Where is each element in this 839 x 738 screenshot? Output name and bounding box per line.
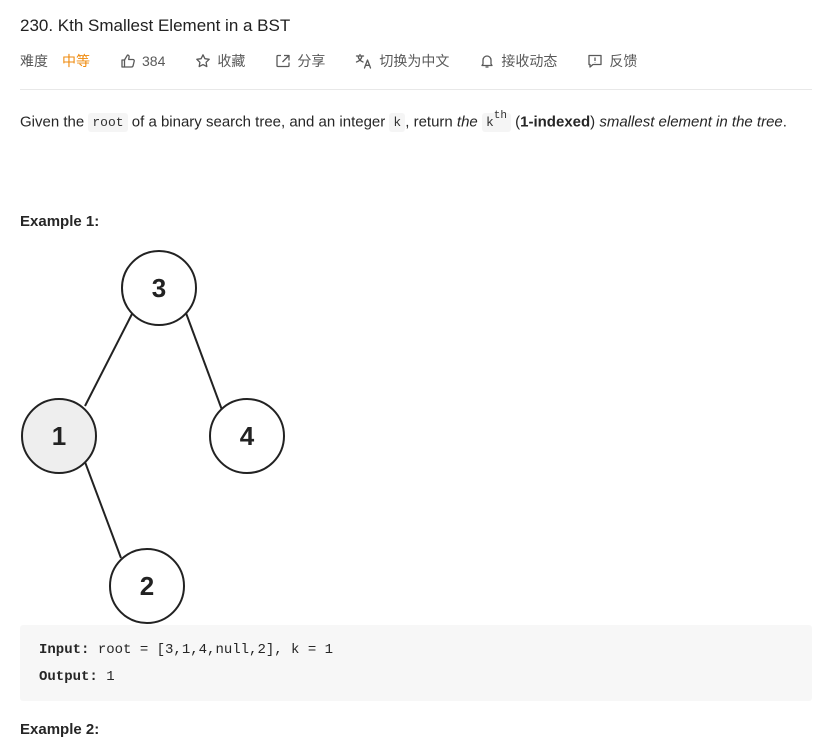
feedback-button[interactable]: 反馈 — [587, 51, 637, 71]
tree-node: 2 — [109, 548, 185, 624]
input-value: root = [3,1,4,null,2], k = 1 — [89, 642, 334, 658]
svg-text:4: 4 — [240, 421, 255, 451]
example-1-heading: Example 1: — [20, 213, 100, 230]
share-label: 分享 — [297, 53, 326, 69]
svg-text:1: 1 — [52, 421, 66, 451]
switch-language-label: 切换为中文 — [379, 53, 450, 69]
favorite-label: 收藏 — [217, 53, 246, 69]
code-kth: kth — [481, 110, 511, 133]
desc-text: Given the — [20, 113, 89, 131]
like-button[interactable]: 384 — [120, 53, 165, 69]
example-1-tree-diagram: 3 1 4 2 — [21, 250, 285, 624]
code-k: k — [389, 113, 406, 133]
output-value: 1 — [97, 669, 115, 685]
desc-text: of a binary search tree, and an integer — [127, 113, 390, 131]
svg-text:3: 3 — [152, 273, 166, 303]
translate-icon — [356, 53, 372, 69]
problem-meta-bar: 难度 中等 384 收藏 分享 — [20, 50, 667, 72]
tree-node-highlighted: 1 — [21, 398, 97, 474]
code-root: root — [88, 113, 128, 133]
bell-icon — [481, 55, 494, 68]
tree-edge — [84, 311, 134, 407]
share-icon — [276, 54, 291, 68]
tree-edge — [84, 461, 122, 559]
problem-title: 230. Kth Smallest Element in a BST — [20, 16, 291, 35]
input-label: Input: — [39, 642, 90, 658]
feedback-icon — [588, 54, 603, 68]
example-input-line: Input: root = [3,1,4,null,2], k = 1 — [39, 642, 333, 658]
desc-bold: 1-indexed — [520, 113, 591, 131]
problem-description: Given the root of a binary search tree, … — [20, 110, 787, 133]
example-output-line: Output: 1 — [39, 669, 115, 685]
desc-italic: smallest element in the tree — [599, 113, 783, 131]
header-divider — [20, 89, 812, 90]
example-1-io-block: Input: root = [3,1,4,null,2], k = 1 Outp… — [20, 625, 812, 701]
tree-edge — [185, 312, 223, 411]
output-label: Output: — [39, 669, 98, 685]
thumbs-up-icon — [121, 54, 135, 68]
sup-th: th — [493, 110, 507, 122]
feedback-label: 反馈 — [609, 53, 638, 69]
switch-language-button[interactable]: 切换为中文 — [355, 51, 449, 71]
subscribe-label: 接收动态 — [501, 53, 558, 69]
example-2-heading: Example 2: — [20, 721, 100, 738]
favorite-button[interactable]: 收藏 — [195, 51, 245, 71]
difficulty-label: 难度 — [20, 53, 48, 69]
desc-text: , return — [405, 113, 457, 131]
desc-italic: the — [456, 113, 478, 131]
tree-node-root: 3 — [121, 250, 197, 326]
subscribe-button[interactable]: 接收动态 — [479, 51, 557, 71]
like-count: 384 — [142, 53, 166, 69]
difficulty-value: 中等 — [62, 53, 90, 69]
star-icon — [196, 54, 211, 68]
tree-node: 4 — [209, 398, 285, 474]
svg-text:2: 2 — [140, 571, 154, 601]
share-button[interactable]: 分享 — [275, 51, 325, 71]
